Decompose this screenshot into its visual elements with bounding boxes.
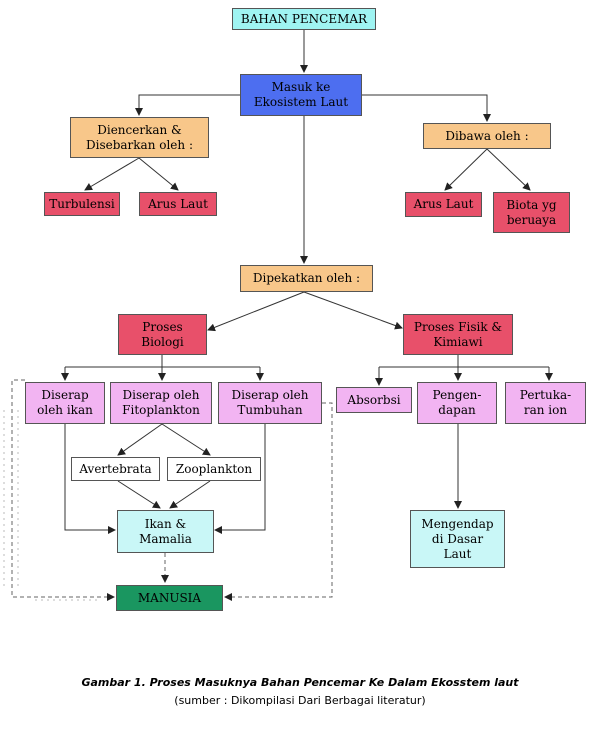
arrow-to-biota xyxy=(486,148,531,191)
node-mengendap-dasar-laut: Mengendap di Dasar Laut xyxy=(410,510,505,568)
arrow-to-arus-laut-1 xyxy=(138,157,179,191)
node-proses-biologi: Proses Biologi xyxy=(118,314,207,355)
node-diserap-ikan: Diserap oleh ikan xyxy=(25,382,105,424)
arrow-avertebrata-to-ikan xyxy=(117,480,161,509)
arrow-masuk-to-diencerkan xyxy=(135,94,240,116)
arrow-to-avertebrata xyxy=(117,423,163,456)
node-dibawa: Dibawa oleh : xyxy=(423,123,551,149)
node-dipekatkan: Dipekatkan oleh : xyxy=(240,265,373,292)
node-turbulensi: Turbulensi xyxy=(44,192,120,216)
arrow-to-proses-biologi xyxy=(207,291,305,332)
node-arus-laut-1: Arus Laut xyxy=(139,192,217,216)
dashed-arrow-ikan-to-manusia-left xyxy=(11,379,115,601)
node-zooplankton: Zooplankton xyxy=(167,457,261,481)
figure-caption-source: (sumber : Dikompilasi Dari Berbagai lite… xyxy=(174,694,426,707)
node-biota-beruaya: Biota yg beruaya xyxy=(493,192,570,233)
node-ikan-mamalia: Ikan & Mamalia xyxy=(117,510,214,553)
arrow-to-turbulensi xyxy=(84,157,140,191)
arrow-to-zooplankton xyxy=(161,423,211,456)
background-dots xyxy=(3,410,100,601)
node-absorbsi: Absorbsi xyxy=(336,387,412,413)
figure-caption-title: Gambar 1. Proses Masuknya Bahan Pencemar… xyxy=(81,676,519,689)
arrow-to-arus-laut-2 xyxy=(444,148,488,191)
node-proses-fisik-kimiawi: Proses Fisik & Kimiawi xyxy=(403,314,513,355)
dashed-arrow-tumbuhan-to-manusia xyxy=(224,402,333,601)
node-manusia: MANUSIA xyxy=(116,585,223,611)
arrow-masuk-to-dibawa xyxy=(362,94,491,122)
arrow-zooplankton-to-ikan xyxy=(169,480,211,509)
node-avertebrata: Avertebrata xyxy=(71,457,160,481)
node-diserap-fitoplankton: Diserap oleh Fitoplankton xyxy=(110,382,212,424)
arrow-diserap-ikan-to-ikan xyxy=(64,424,116,534)
arrow-diserap-tumbuhan-to-ikan xyxy=(214,424,266,534)
arrow-to-proses-fisik xyxy=(303,291,403,330)
node-diserap-tumbuhan: Diserap oleh Tumbuhan xyxy=(218,382,322,424)
node-pertukaran-ion: Pertuka- ran ion xyxy=(505,382,586,424)
node-bahan-pencemar: BAHAN PENCEMAR xyxy=(232,8,376,30)
node-masuk-ekosistem-laut: Masuk ke Ekosistem Laut xyxy=(240,74,362,116)
node-diencerkan: Diencerkan & Disebarkan oleh : xyxy=(70,117,209,158)
node-arus-laut-2: Arus Laut xyxy=(405,192,482,217)
node-pengendapan: Pengen- dapan xyxy=(417,382,497,424)
